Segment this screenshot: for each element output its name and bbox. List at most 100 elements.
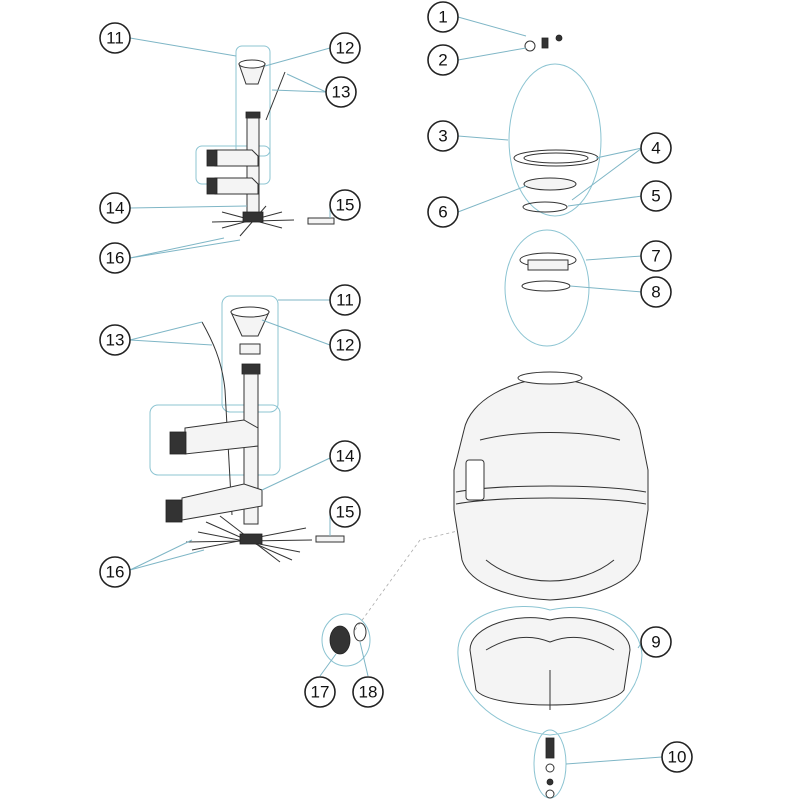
callout-16-bottom: 16 — [99, 556, 131, 588]
diffuser-funnel-rim-large — [230, 306, 270, 318]
svg-text:17: 17 — [311, 683, 330, 702]
callout-13-top: 13 — [325, 76, 357, 108]
union-o-ring — [353, 622, 367, 642]
flange-parts — [519, 252, 577, 292]
callout-5: 5 — [640, 180, 672, 212]
lateral-hub-large — [239, 533, 263, 545]
svg-text:8: 8 — [651, 283, 660, 302]
diffuser-funnel-rim-small — [238, 59, 266, 69]
tank-mid-band-bottom — [455, 497, 647, 505]
callout-7: 7 — [640, 240, 672, 272]
callout-17: 17 — [304, 676, 336, 708]
svg-text:2: 2 — [438, 51, 447, 70]
callout-14-bottom: 14 — [329, 440, 361, 472]
svg-text:14: 14 — [106, 199, 125, 218]
pressure-gauge — [524, 40, 536, 52]
callout-9: 9 — [640, 626, 672, 658]
lid-ring-inner — [523, 152, 589, 164]
leader-13a-1 — [286, 73, 327, 93]
leader-17 — [319, 653, 337, 677]
leader-6 — [457, 185, 527, 213]
svg-text:12: 12 — [336, 39, 355, 58]
valve-cap — [555, 34, 563, 42]
pipe-thread-small — [245, 111, 261, 119]
callout-10: 10 — [661, 741, 693, 773]
svg-text:14: 14 — [336, 447, 355, 466]
outlet-thread-lower-large — [165, 499, 183, 523]
svg-text:7: 7 — [651, 247, 660, 266]
svg-text:10: 10 — [668, 748, 687, 767]
lid-parts — [513, 34, 599, 213]
leader-12a — [264, 47, 331, 67]
drain-nut — [546, 778, 554, 786]
diffuser-neck-large — [239, 343, 261, 355]
leader-13a-2 — [271, 89, 327, 93]
air-tube-large — [201, 321, 233, 516]
collector-assembly-large — [165, 306, 345, 563]
svg-text:15: 15 — [336, 196, 355, 215]
drain-washer — [545, 763, 555, 773]
leader-4a — [595, 147, 643, 159]
svg-text:16: 16 — [106, 563, 125, 582]
callout-12-top: 12 — [329, 32, 361, 64]
leader-18 — [359, 641, 369, 677]
callout-6: 6 — [427, 196, 459, 228]
callout-1: 1 — [427, 1, 459, 33]
svg-text:13: 13 — [106, 331, 125, 350]
svg-text:4: 4 — [651, 139, 660, 158]
callout-4: 4 — [640, 132, 672, 164]
svg-text:16: 16 — [106, 249, 125, 268]
svg-text:5: 5 — [651, 187, 660, 206]
outlet-pipe-upper-small — [214, 149, 259, 167]
group-box-lid — [508, 63, 602, 217]
filter-tank — [453, 371, 649, 601]
callout-15-top: 15 — [329, 189, 361, 221]
pipe-thread-large — [241, 363, 261, 375]
svg-text:13: 13 — [332, 83, 351, 102]
svg-text:6: 6 — [438, 203, 447, 222]
leader-13b-2 — [129, 339, 213, 346]
collector-assembly-small — [206, 59, 335, 237]
union-connection-guide — [354, 527, 471, 631]
leader-8 — [569, 285, 643, 293]
drain-plug — [545, 737, 555, 759]
callout-18: 18 — [352, 676, 384, 708]
lateral-hub-small — [242, 211, 264, 223]
svg-text:18: 18 — [359, 683, 378, 702]
leader-16b-2 — [129, 549, 205, 571]
leader-13b-1 — [129, 321, 203, 341]
air-tube-small — [265, 71, 286, 121]
callout-13-bottom: 13 — [99, 324, 131, 356]
leader-7 — [585, 255, 643, 261]
callout-2: 2 — [427, 44, 459, 76]
union-assembly — [329, 622, 367, 655]
tank-port — [465, 459, 485, 501]
leader-12b — [261, 319, 331, 346]
spare-lateral-large — [315, 535, 345, 543]
leader-14a — [129, 205, 248, 209]
base-inner-edge — [485, 636, 615, 651]
outlet-pipe-lower-small — [214, 177, 259, 195]
callout-11-bottom: 11 — [329, 284, 361, 316]
lid-cover — [523, 177, 577, 191]
svg-text:12: 12 — [336, 336, 355, 355]
flange-body — [527, 259, 569, 271]
group-box-outlet-bottom — [149, 404, 281, 476]
outlet-thread-upper-large — [169, 431, 187, 455]
callout-3: 3 — [427, 120, 459, 152]
callout-11-top: 11 — [99, 22, 131, 54]
callout-14-top: 14 — [99, 192, 131, 224]
outlet-thread-upper-small — [206, 149, 218, 167]
svg-text:11: 11 — [106, 29, 124, 48]
outlet-thread-lower-small — [206, 177, 218, 195]
spare-lateral-small — [307, 217, 335, 225]
leader-5 — [567, 195, 643, 207]
leader-10 — [565, 756, 663, 765]
lid-ring — [513, 149, 599, 167]
tank-upper-seam — [479, 432, 621, 441]
flange-o-ring — [521, 280, 571, 292]
leader-3 — [457, 135, 509, 141]
svg-text:3: 3 — [438, 127, 447, 146]
